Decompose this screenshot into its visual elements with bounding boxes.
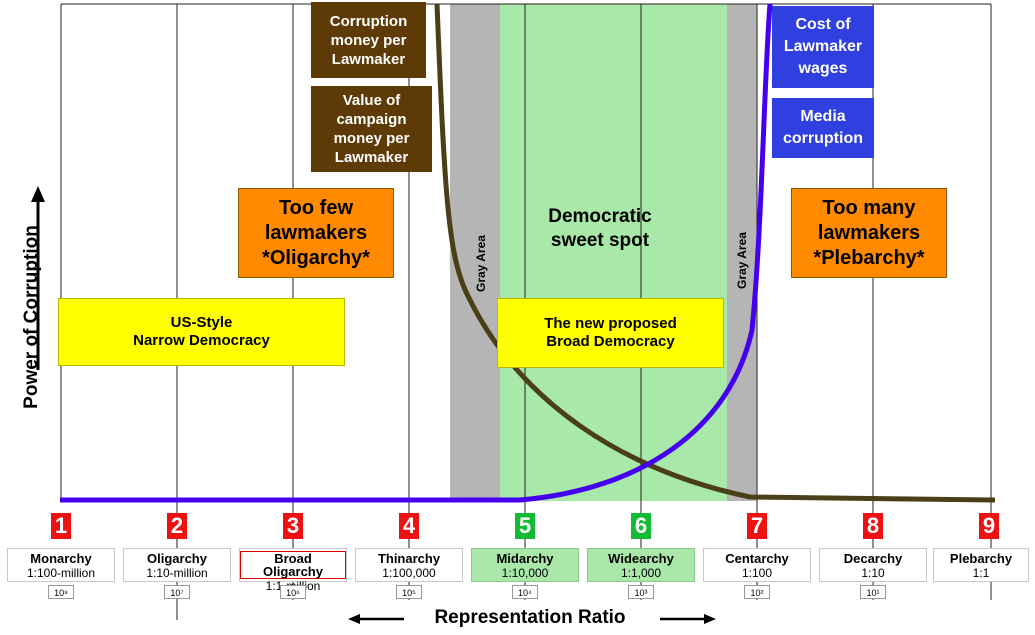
level-exponent: 10¹ (860, 585, 886, 599)
too-many-lawmakers-box: Too many lawmakers *Plebarchy* (791, 188, 947, 278)
us-style-democracy-box: US-Style Narrow Democracy (58, 298, 345, 366)
y-axis-label: Power of Corruption (21, 225, 42, 409)
level-exponent: 10⁷ (164, 585, 190, 599)
y-axis-arrow (31, 186, 45, 370)
level-number-6: 6 (631, 513, 651, 539)
level-name: Broad Oligarchy (240, 551, 346, 579)
level-name: Widearchy (608, 551, 674, 566)
level-name: Monarchy (30, 551, 92, 566)
too-few-lawmakers-box: Too few lawmakers *Oligarchy* (238, 188, 394, 278)
level-ratio: 1:1,000 (620, 566, 662, 580)
level-number-1: 1 (51, 513, 71, 539)
campaign-money-box: Value of campaign money per Lawmaker (311, 86, 432, 172)
level-number-2: 2 (167, 513, 187, 539)
lawmaker-wages-box: Cost of Lawmaker wages (772, 6, 874, 88)
level-name: Centarchy (725, 551, 789, 566)
level-ratio: 1:10 (861, 566, 885, 580)
gray-area-left (450, 4, 500, 501)
brown-curve (434, 3, 996, 503)
level-ratio: 1:10-million (146, 566, 208, 580)
level-exponent: 10⁸ (48, 585, 74, 599)
level-name: Oligarchy (147, 551, 207, 566)
level-name: Midarchy (496, 551, 554, 566)
corruption-money-box: Corruption money per Lawmaker (311, 2, 426, 78)
level-ratio: 1:1 (972, 566, 990, 580)
level-name: Thinarchy (377, 551, 441, 566)
gray-area-right-label: Gray Area (735, 232, 749, 289)
level-number-9: 9 (979, 513, 999, 539)
sweet-spot-zone (500, 4, 727, 501)
level-number-7: 7 (747, 513, 767, 539)
blue-curve (60, 3, 773, 503)
media-corruption-box: Media corruption (772, 98, 874, 158)
level-ratio: 1:100 (741, 566, 773, 580)
level-number-3: 3 (283, 513, 303, 539)
gray-area-right (727, 4, 757, 501)
level-number-5: 5 (515, 513, 535, 539)
level-exponent: 10⁵ (396, 585, 422, 599)
level-exponent: 10³ (628, 585, 654, 599)
level-name: Plebarchy (949, 551, 1013, 566)
x-axis-label: Representation Ratio (434, 607, 626, 628)
level-ratio: 1:100,000 (382, 566, 436, 580)
level-exponent: 10² (744, 585, 770, 599)
level-exponent: 10⁶ (280, 585, 306, 599)
gray-area-left-label: Gray Area (474, 235, 488, 292)
level-exponent: 10⁴ (512, 585, 538, 599)
level-name: Decarchy (843, 551, 903, 566)
sweet-spot-label: Democratic sweet spot (548, 206, 652, 251)
level-number-4: 4 (399, 513, 419, 539)
level-ratio: 1:10,000 (501, 566, 549, 580)
x-axis-arrows (348, 614, 716, 624)
proposed-broad-democracy-box: The new proposed Broad Democracy (497, 298, 724, 368)
level-number-8: 8 (863, 513, 883, 539)
level-ratio: 1:100-million (26, 566, 96, 580)
